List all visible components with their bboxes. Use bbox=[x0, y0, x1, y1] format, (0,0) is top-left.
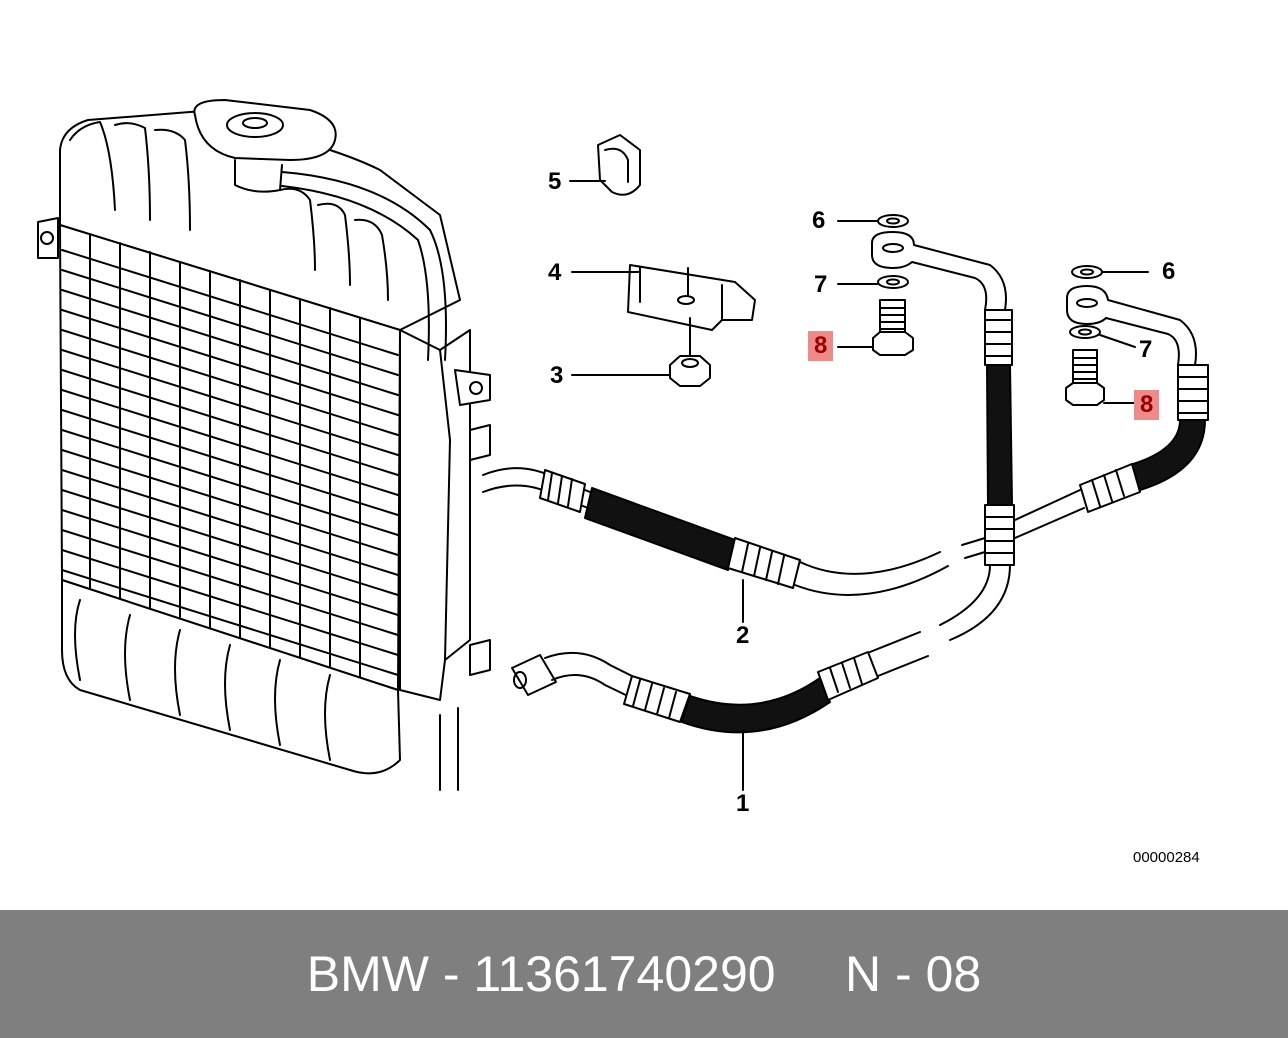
part-number-banner: BMW - 11361740290 N - 08 bbox=[0, 910, 1288, 1038]
callout-1: 1 bbox=[736, 790, 750, 817]
part-number-text: BMW - 11361740290 N - 08 bbox=[306, 946, 982, 1002]
parts-diagram: 5 4 3 6 7 8 6 7 8 2 1 00000284 bbox=[37, 99, 1209, 866]
part-group-right-6-7-8 bbox=[1065, 265, 1197, 406]
callout-7-right: 7 bbox=[1139, 336, 1153, 363]
callout-8-right-highlight: 8 bbox=[1134, 390, 1160, 420]
callout-6-right: 6 bbox=[1162, 258, 1176, 285]
vertical-hose bbox=[939, 309, 1015, 641]
part-4-bracket bbox=[571, 264, 756, 331]
diagram-reference-code: 00000284 bbox=[1133, 849, 1200, 866]
diagram-drawing bbox=[37, 99, 1209, 791]
part-5-clip bbox=[569, 134, 641, 196]
right-hose bbox=[961, 364, 1209, 559]
callout-7-left: 7 bbox=[814, 271, 828, 298]
callout-2: 2 bbox=[736, 622, 750, 649]
part-3-nut bbox=[571, 317, 711, 387]
callout-3: 3 bbox=[550, 362, 564, 389]
callout-5: 5 bbox=[548, 168, 562, 195]
radiator bbox=[37, 99, 491, 791]
part-group-left-6-7-8 bbox=[837, 214, 1007, 356]
callout-4: 4 bbox=[548, 259, 562, 286]
callout-6-left: 6 bbox=[812, 207, 826, 234]
callout-8-left-highlight: 8 bbox=[808, 331, 834, 361]
part-1-hose bbox=[511, 631, 929, 791]
part-2-hose bbox=[482, 467, 949, 623]
